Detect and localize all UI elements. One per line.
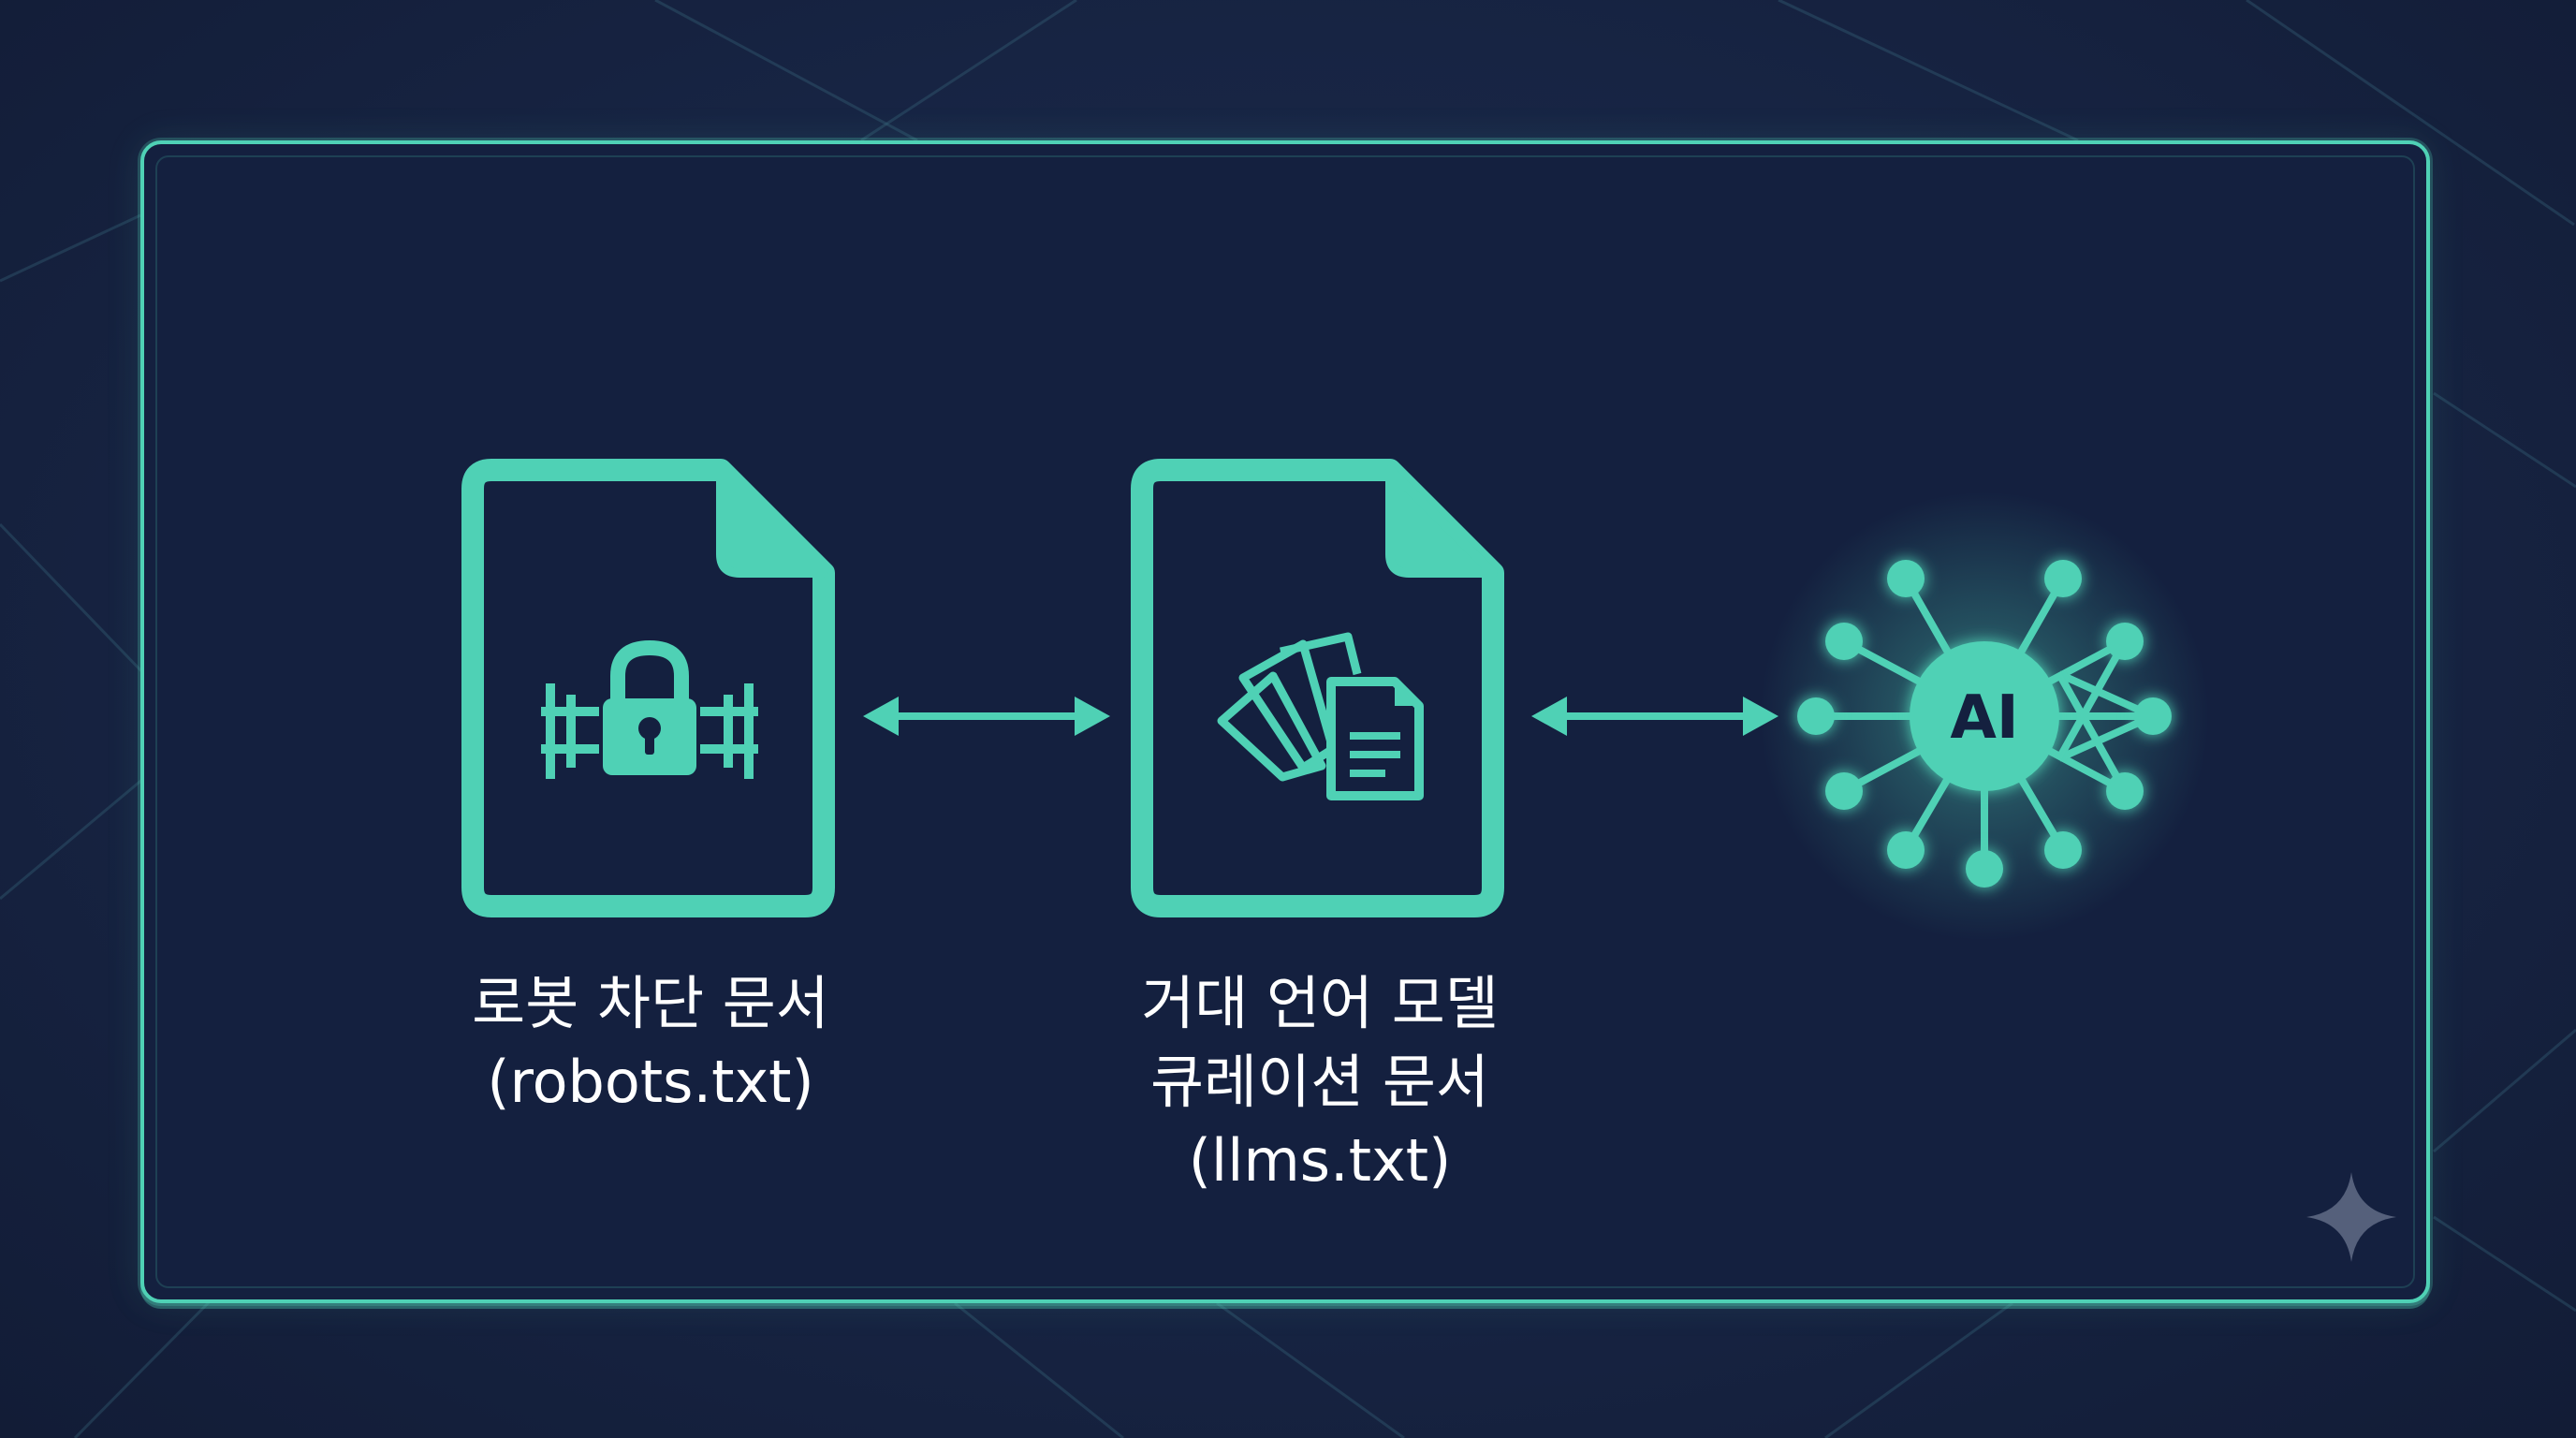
barrier-icon (541, 683, 758, 779)
lock-icon (603, 639, 696, 775)
llms-label-line-2: 큐레이션 문서 (1150, 1048, 1489, 1116)
ai-network-icon: AI (1760, 492, 2209, 941)
llms-label-line-1: 거대 언어 모델 (1141, 969, 1499, 1037)
robots-document-icon (461, 459, 835, 917)
ai-badge-text: AI (1950, 683, 2018, 753)
robots-label: 로봇 차단 문서 (robots.txt) (370, 964, 931, 1122)
llms-label: 거대 언어 모델 큐레이션 문서 (llms.txt) (1039, 964, 1601, 1200)
robots-label-line-2: (robots.txt) (487, 1048, 814, 1116)
llms-label-line-3: (llms.txt) (1188, 1126, 1452, 1195)
double-arrow-llms-ai (1531, 697, 1778, 736)
double-arrow-robots-llms (863, 697, 1110, 736)
sparkle-icon (2306, 1172, 2396, 1262)
document-lines-icon (1326, 677, 1424, 800)
llms-document-icon (1131, 459, 1504, 917)
robots-label-line-1: 로봇 차단 문서 (472, 969, 829, 1037)
